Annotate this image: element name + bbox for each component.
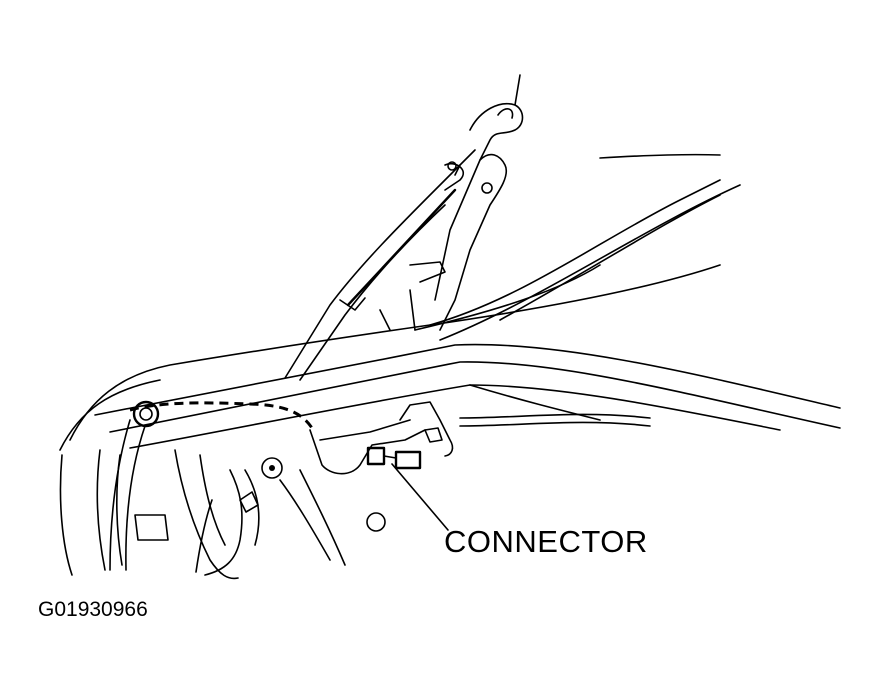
figure-id: G01930966 xyxy=(38,598,148,621)
wiring-harness xyxy=(109,419,386,576)
harness-route xyxy=(129,401,314,429)
left-body-panel xyxy=(59,449,239,580)
trunk-lid-outline xyxy=(59,153,741,451)
deck-strip xyxy=(94,343,841,449)
callout-leader xyxy=(391,463,449,531)
hinge-strut xyxy=(284,74,524,381)
connector-label: CONNECTOR xyxy=(444,524,648,559)
grommet xyxy=(132,400,160,428)
connector-assembly xyxy=(309,401,651,475)
